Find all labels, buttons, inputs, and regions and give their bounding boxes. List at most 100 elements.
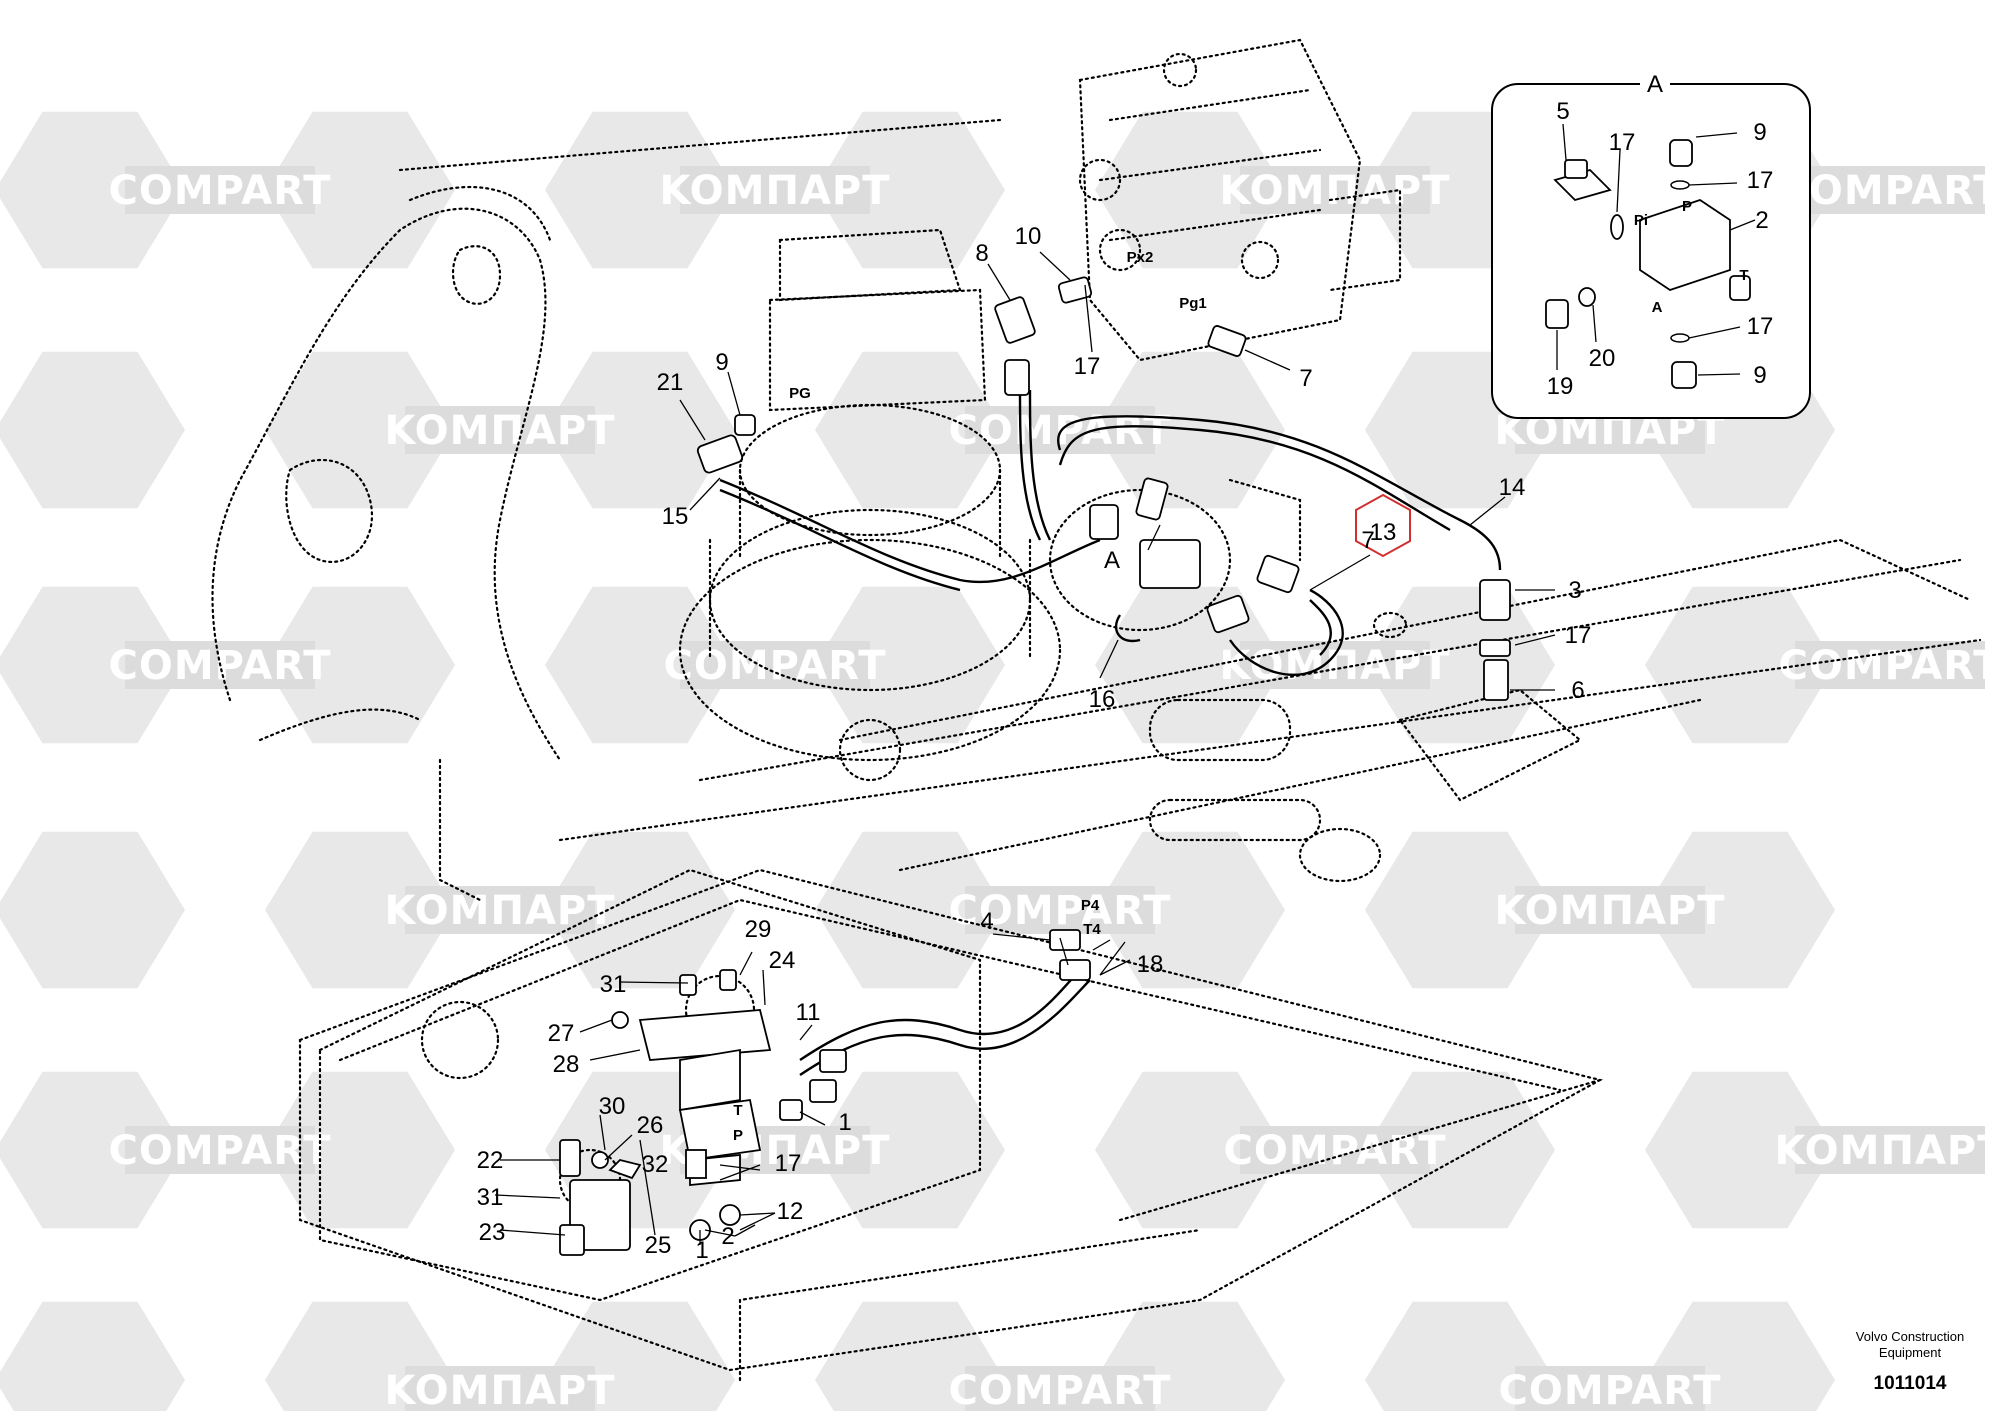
watermark-hex [0,831,185,989]
callout-27: 27 [548,1020,575,1047]
hose-14 [1057,415,1502,571]
watermark-hex [815,351,1005,509]
watermark-label: COMPART [663,643,886,689]
watermark-hex [1365,1301,1555,1411]
callout-12: 12 [777,1198,804,1225]
callout-8: 8 [975,240,988,267]
callout-11: 11 [796,999,821,1026]
callout-17: 17 [1747,167,1774,194]
company-name-line: Equipment [1879,1345,1942,1360]
watermark-hex [265,111,455,269]
callout-28: 28 [553,1051,580,1078]
watermark-hex [0,1301,185,1411]
watermark-hex [1365,831,1555,989]
watermark-hex [265,351,455,509]
excavator-frame-outline [211,118,1982,1382]
watermark-label: KOMПAPT [1494,888,1725,934]
callout-13: 13 [1370,519,1397,546]
callout-1: 1 [838,1109,851,1136]
watermark-hex [1095,111,1285,269]
watermark-label: COMPART [108,1128,331,1174]
port-label-t: T [1739,267,1748,284]
callout-23: 23 [479,1219,506,1246]
callout-5: 5 [1556,98,1569,125]
watermark-hex [1365,1071,1555,1229]
watermark-banner [405,406,595,454]
watermark-banner [965,886,1155,934]
detail-a-title: A [1647,71,1663,98]
callout-22: 22 [477,1147,504,1174]
watermark-label: COMPART [1778,643,2000,689]
port-label-a: A [1104,547,1120,574]
watermark-label: KOMПAPT [659,168,890,214]
watermark-hex [1095,1071,1285,1229]
watermark-banner [1515,886,1705,934]
callout-2: 2 [721,1223,734,1250]
callout-1: 1 [695,1237,708,1264]
company-name-line: Volvo Construction [1856,1329,1964,1344]
callout-31: 31 [477,1184,504,1211]
callout-15: 15 [662,503,689,530]
watermark-hex [1645,586,1835,744]
pilot-block-outline [1048,478,1582,802]
port-label-pg1: Pg1 [1179,295,1207,312]
callout-17: 17 [1609,129,1636,156]
watermark-banner [1515,1366,1705,1411]
watermark-hex [265,831,455,989]
watermark-hex [815,1301,1005,1411]
watermark-banner [680,641,870,689]
watermark-label: KOMПAPT [384,408,615,454]
callout-19: 19 [1547,373,1574,400]
port-label-px2: Px2 [1127,249,1154,266]
watermark-banner [125,166,315,214]
leader-lines [494,123,1756,1245]
watermark-label: KOMПAPT [1219,643,1450,689]
watermark-hex [0,1071,185,1229]
callout-17: 17 [1565,622,1592,649]
callout-17: 17 [775,1150,802,1177]
watermark-hex [815,111,1005,269]
watermark-label: COMPART [1778,168,2000,214]
callout-10: 10 [1015,223,1042,250]
control-valve-outline [1078,38,1402,362]
callout-32: 32 [642,1151,669,1178]
hose-15 [719,478,1101,584]
callout-9: 9 [1753,362,1766,389]
watermark-hex [0,586,185,744]
watermark-hex [0,111,185,269]
callout-6: 6 [1571,677,1584,704]
watermark-banner [1795,641,1985,689]
watermark-hex [545,586,735,744]
callout-18: 18 [1137,951,1164,978]
port-label-p: P [733,1127,743,1144]
callout-3: 3 [1568,577,1581,604]
callout-9: 9 [715,349,728,376]
callout-14: 14 [1499,474,1526,501]
hose-16 [1114,614,1141,643]
highlight-hexagon [1355,493,1411,558]
callout-26: 26 [637,1112,664,1139]
callout-2: 2 [1755,207,1768,234]
watermark-hex [265,586,455,744]
travel-pedal-assembly [559,969,772,1256]
watermark-hex [1645,831,1835,989]
watermark-label: KOMПAPT [384,888,615,934]
callout-4: 4 [980,908,993,935]
callout-24: 24 [769,947,796,974]
watermark-label: COMPART [108,168,331,214]
watermark-label: COMPART [1498,1368,1721,1411]
watermark-hex [545,351,735,509]
detail-a-panel: A [1491,70,1811,419]
watermark-hex [0,351,185,509]
callout-17: 17 [1074,353,1101,380]
hose-8 [1018,389,1042,541]
fittings [696,276,1511,1121]
port-label-p4: P4 [1081,897,1100,914]
watermark-banner [1795,166,1985,214]
callout-7: 7 [1361,527,1374,554]
hose-13 [1229,588,1344,677]
